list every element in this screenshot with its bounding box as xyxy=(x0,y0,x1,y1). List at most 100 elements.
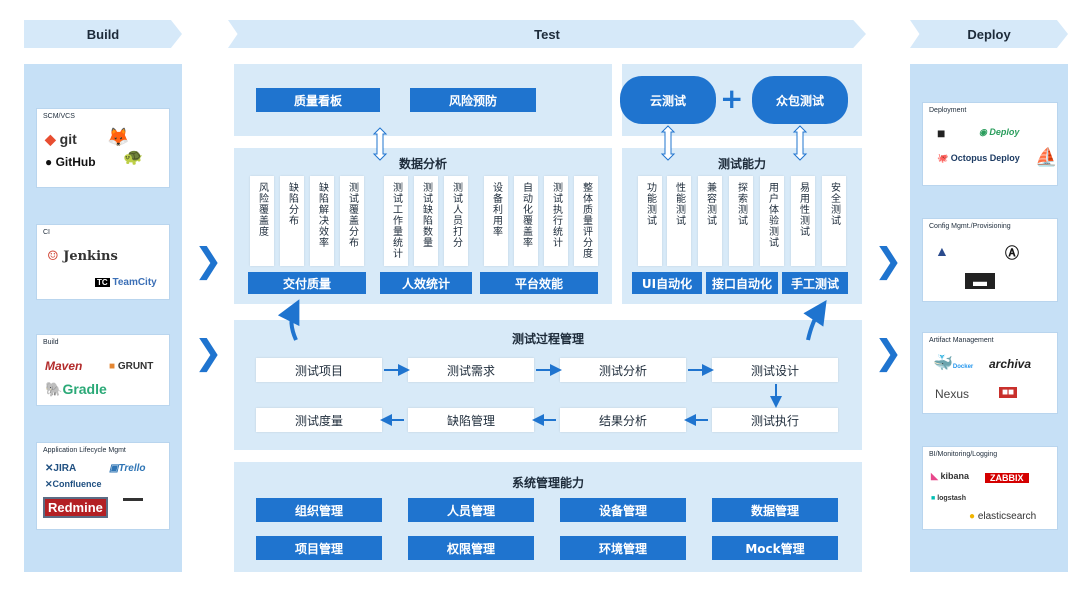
vertical-label: 缺陷分布 xyxy=(286,182,298,226)
test-metrics-step[interactable]: 测试度量 xyxy=(256,408,382,432)
ansible-logo: Ⓐ xyxy=(1005,245,1019,261)
vertical-label: 安全测试 xyxy=(828,182,840,226)
permission-management-button[interactable]: 权限管理 xyxy=(408,536,534,560)
quality-score-card: 整体质量评分度 xyxy=(574,176,598,266)
vertical-label: 用户体验测试 xyxy=(766,182,778,248)
teamcity-logo: TC TeamCity xyxy=(95,277,157,288)
git-logo: ◆ git xyxy=(45,131,77,147)
mock-management-button[interactable]: Mock管理 xyxy=(712,536,838,560)
chevron-right-icon: ❯ xyxy=(874,333,903,373)
environment-management-button[interactable]: 环境管理 xyxy=(560,536,686,560)
cloud-testing-cloud[interactable]: 云测试 xyxy=(620,76,716,124)
device-utilization-card: 设备利用率 xyxy=(484,176,508,266)
process-management-title: 测试过程管理 xyxy=(511,332,584,346)
vertical-label: 测试人员打分 xyxy=(450,182,462,248)
vertical-label: 测试工作量统计 xyxy=(390,182,402,259)
exploratory-test-card: 探索测试 xyxy=(729,176,753,266)
jenkins-logo: ☺ Jenkins xyxy=(47,249,118,264)
test-analysis-step[interactable]: 测试分析 xyxy=(560,358,686,382)
logstash-logo: ■ logstash xyxy=(931,495,966,502)
crowd-testing-cloud[interactable]: 众包测试 xyxy=(752,76,848,124)
project-management-button[interactable]: 项目管理 xyxy=(256,536,382,560)
maven-logo: Maven xyxy=(45,359,83,373)
alm-card: Application Lifecycle Mgmt ✕JIRA ▣Trello… xyxy=(36,442,170,530)
ui-automation-label[interactable]: UI自动化 xyxy=(632,272,702,294)
card-title: Deployment xyxy=(929,107,967,114)
vertical-label: 兼容测试 xyxy=(704,182,716,226)
gitlab-logo: 🦊 xyxy=(107,127,130,147)
test-design-step[interactable]: 测试设计 xyxy=(712,358,838,382)
defect-management-step[interactable]: 缺陷管理 xyxy=(408,408,534,432)
card-title: Config Mgmt./Provisioning xyxy=(929,223,1011,230)
vertical-label: 性能测试 xyxy=(673,182,685,226)
workload-card: 测试工作量统计 xyxy=(384,176,408,266)
test-coverage-card: 测试覆盖分布 xyxy=(340,176,364,266)
test-capability-title: 测试能力 xyxy=(717,157,766,171)
test-execution-step[interactable]: 测试执行 xyxy=(712,408,838,432)
vertical-label: 风险覆盖度 xyxy=(256,182,268,237)
efficiency-stats-label[interactable]: 人效统计 xyxy=(380,272,472,294)
kibana-logo: ◣ kibana xyxy=(931,471,969,481)
flow-arrow-icon xyxy=(380,364,782,426)
grunt-logo: ■ GRUNT xyxy=(109,361,154,372)
defect-distribution-card: 缺陷分布 xyxy=(280,176,304,266)
card-title: Build xyxy=(43,339,59,346)
platform-efficiency-label[interactable]: 平台效能 xyxy=(480,272,598,294)
trello-logo: ▣Trello xyxy=(109,463,146,474)
ci-card: CI ☺ Jenkins TC TeamCity xyxy=(36,224,170,300)
bugzilla-logo: ▬▬ xyxy=(123,493,143,504)
monitoring-card: BI/Monitoring/Logging ◣ kibana ZABBIX ■ … xyxy=(922,446,1058,530)
data-management-button[interactable]: 数据管理 xyxy=(712,498,838,522)
deploy-logo: ◉ Deploy xyxy=(979,127,1020,137)
functional-test-card: 功能测试 xyxy=(638,176,662,266)
deploy-stage-banner: Deploy xyxy=(910,20,1068,48)
defect-count-card: 测试缺陷数量 xyxy=(414,176,438,266)
vertical-label: 功能测试 xyxy=(644,182,656,226)
jira-logo: ✕JIRA xyxy=(45,463,77,474)
device-management-button[interactable]: 设备管理 xyxy=(560,498,686,522)
spinnaker-logo: ⛵ xyxy=(1035,147,1058,167)
org-management-button[interactable]: 组织管理 xyxy=(256,498,382,522)
execution-stats-card: 测试执行统计 xyxy=(544,176,568,266)
tester-score-card: 测试人员打分 xyxy=(444,176,468,266)
vertical-label: 测试缺陷数量 xyxy=(420,182,432,248)
data-analysis-title: 数据分析 xyxy=(398,157,447,171)
docker-logo: 🐳Docker xyxy=(933,355,974,372)
api-automation-label[interactable]: 接口自动化 xyxy=(706,272,778,294)
vertical-label: 探索测试 xyxy=(735,182,747,226)
vertical-label: 易用性测试 xyxy=(797,182,809,237)
manual-test-label[interactable]: 手工测试 xyxy=(782,272,848,294)
double-arrow-icon xyxy=(372,125,808,161)
card-title: Artifact Management xyxy=(929,337,994,344)
build-stage-banner: Build xyxy=(24,20,182,48)
zabbix-logo: ZABBIX xyxy=(985,473,1029,483)
delivery-quality-label[interactable]: 交付质量 xyxy=(248,272,366,294)
system-management-title: 系统管理能力 xyxy=(511,476,584,490)
risk-prevention-button[interactable]: 风险预防 xyxy=(410,88,536,112)
vertical-label: 设备利用率 xyxy=(490,182,502,237)
vertical-label: 整体质量评分度 xyxy=(580,182,592,259)
defect-resolution-card: 缺陷解决效率 xyxy=(310,176,334,266)
artifact-mgmt-card: Artifact Management 🐳Docker archiva Nexu… xyxy=(922,332,1058,414)
test-project-step[interactable]: 测试项目 xyxy=(256,358,382,382)
card-title: Application Lifecycle Mgmt xyxy=(43,447,126,454)
capistrano-logo: ■ xyxy=(937,125,946,141)
result-analysis-step[interactable]: 结果分析 xyxy=(560,408,686,432)
jfrog-logo: ■■ xyxy=(999,387,1018,398)
chevron-right-icon: ❯ xyxy=(194,333,223,373)
github-logo: ● GitHub xyxy=(45,155,96,169)
quality-dashboard-button[interactable]: 质量看板 xyxy=(256,88,380,112)
build-tools-card: Build Maven ■ GRUNT 🐘Gradle xyxy=(36,334,170,406)
mercurial-logo: 🐢 xyxy=(123,149,143,166)
nexus-logo: Nexus xyxy=(935,387,970,401)
redmine-logo: Redmine xyxy=(43,497,108,518)
card-title: CI xyxy=(43,229,50,236)
personnel-management-button[interactable]: 人员管理 xyxy=(408,498,534,522)
test-requirement-step[interactable]: 测试需求 xyxy=(408,358,534,382)
vertical-label: 缺陷解决效率 xyxy=(316,182,328,248)
plus-icon: + xyxy=(720,82,744,115)
vertical-label: 测试执行统计 xyxy=(550,182,562,248)
salt-logo: ▬ xyxy=(965,273,995,289)
chef-logo: ▲ xyxy=(935,243,949,259)
